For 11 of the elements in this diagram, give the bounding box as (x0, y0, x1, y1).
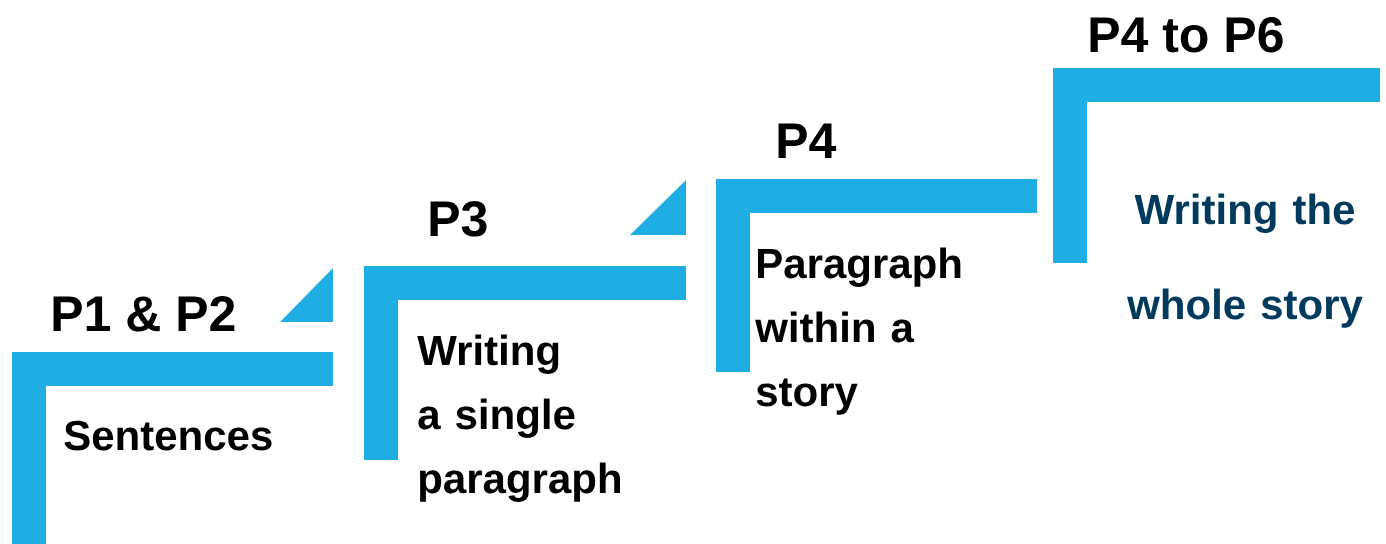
node-label: paragraph (419, 462, 620, 502)
node-label: story (756, 378, 858, 415)
node-label: P4 to P6 (1090, 17, 1283, 53)
step-box: P4 Paragraph within a story (716, 123, 1037, 415)
step-box: P4 to P6 Writing the whole story (1053, 17, 1380, 328)
node-label: P4 (778, 123, 837, 158)
node-label: P3 (430, 201, 487, 237)
step-box: P1 & P2 Sentences (12, 296, 333, 544)
node-label: P1 & P2 (53, 296, 235, 332)
step-box: P3 Writing a single paragraph (364, 201, 686, 502)
node-label: whole story (1127, 288, 1363, 328)
